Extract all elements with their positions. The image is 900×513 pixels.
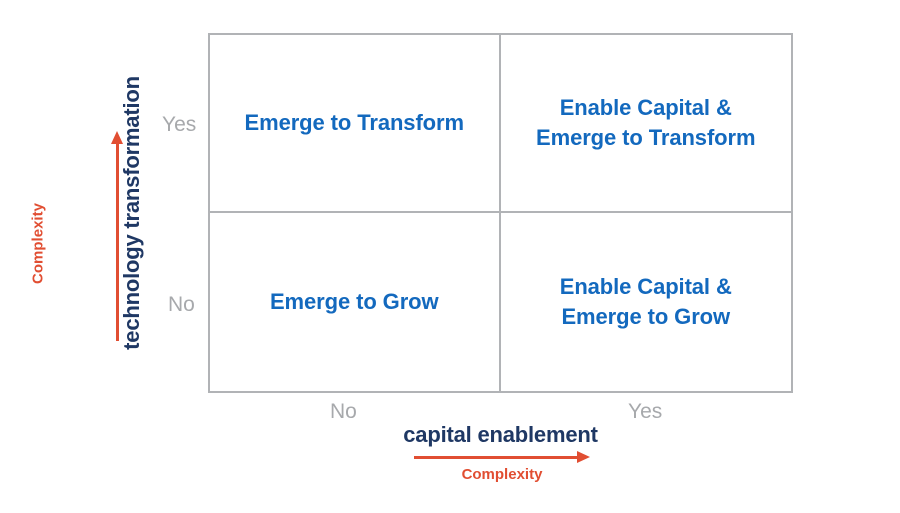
y-tick-yes: Yes	[162, 113, 197, 136]
quadrant-top-right[interactable]: Enable Capital & Emerge to Transform	[500, 35, 791, 213]
quadrant-bottom-right[interactable]: Enable Capital & Emerge to Grow	[559, 274, 732, 329]
arrow-up-head-icon	[111, 131, 123, 144]
y-axis-complexity-arrow	[111, 131, 125, 341]
arrow-up-shaft-icon	[116, 141, 119, 341]
x-axis-arrow-label: Complexity	[461, 466, 543, 483]
x-axis-complexity-arrow	[414, 451, 590, 465]
arrow-right-shaft-icon	[414, 456, 580, 459]
matrix-grid: Emerge to Transform Enable Capital & Eme…	[208, 33, 793, 393]
arrow-right-head-icon	[577, 451, 590, 463]
y-axis-arrow-label: Complexity	[29, 203, 47, 284]
x-tick-no: No	[330, 400, 357, 423]
y-tick-no: No	[168, 293, 195, 316]
x-tick-yes: Yes	[628, 400, 663, 423]
quadrant-bottom-left[interactable]: Emerge to Grow	[210, 213, 501, 391]
x-axis-title: capital enablement	[403, 422, 598, 447]
quadrant-top-left[interactable]: Emerge to Transform	[210, 35, 501, 213]
